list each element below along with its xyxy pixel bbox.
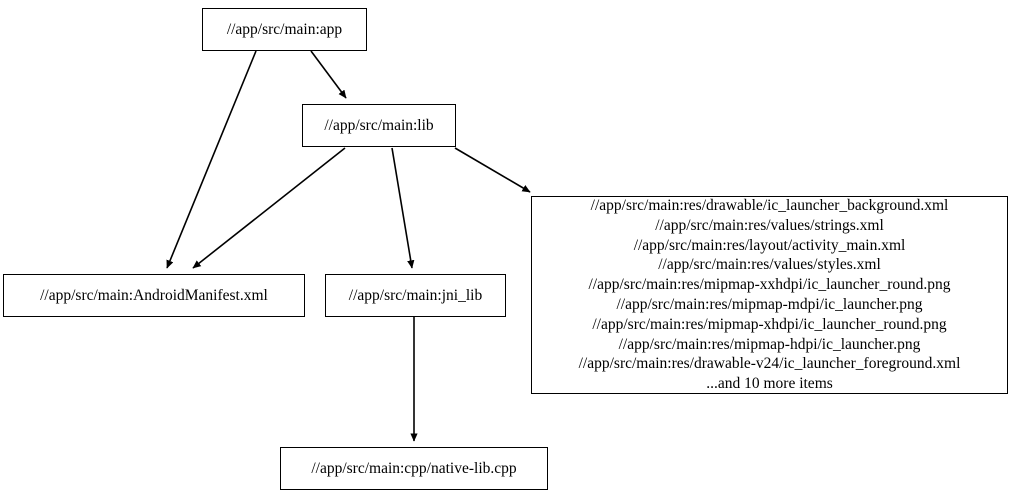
node-android-manifest[interactable]: //app/src/main:AndroidManifest.xml (3, 274, 305, 317)
node-jni-lib-label: //app/src/main:jni_lib (348, 286, 483, 304)
node-lib-label: //app/src/main:lib (324, 116, 434, 134)
node-app-label: //app/src/main:app (226, 20, 343, 38)
edge-lib-to-jni-lib (391, 147, 415, 269)
node-app[interactable]: //app/src/main:app (202, 8, 367, 51)
node-resources-group[interactable]: //app/src/main:res/drawable/ic_launcher_… (531, 196, 1008, 394)
edge-lib-to-resources (454, 147, 531, 193)
edge-app-to-lib (310, 50, 347, 99)
node-resources-group-label: //app/src/main:res/drawable/ic_launcher_… (578, 197, 961, 393)
node-jni-lib[interactable]: //app/src/main:jni_lib (325, 274, 506, 317)
node-native-lib-cpp-label: //app/src/main:cpp/native-lib.cpp (311, 459, 517, 477)
node-android-manifest-label: //app/src/main:AndroidManifest.xml (40, 286, 268, 304)
edge-app-to-manifest (166, 50, 257, 269)
edge-lib-to-manifest (192, 147, 346, 269)
node-lib[interactable]: //app/src/main:lib (302, 104, 456, 147)
node-native-lib-cpp[interactable]: //app/src/main:cpp/native-lib.cpp (280, 447, 548, 490)
